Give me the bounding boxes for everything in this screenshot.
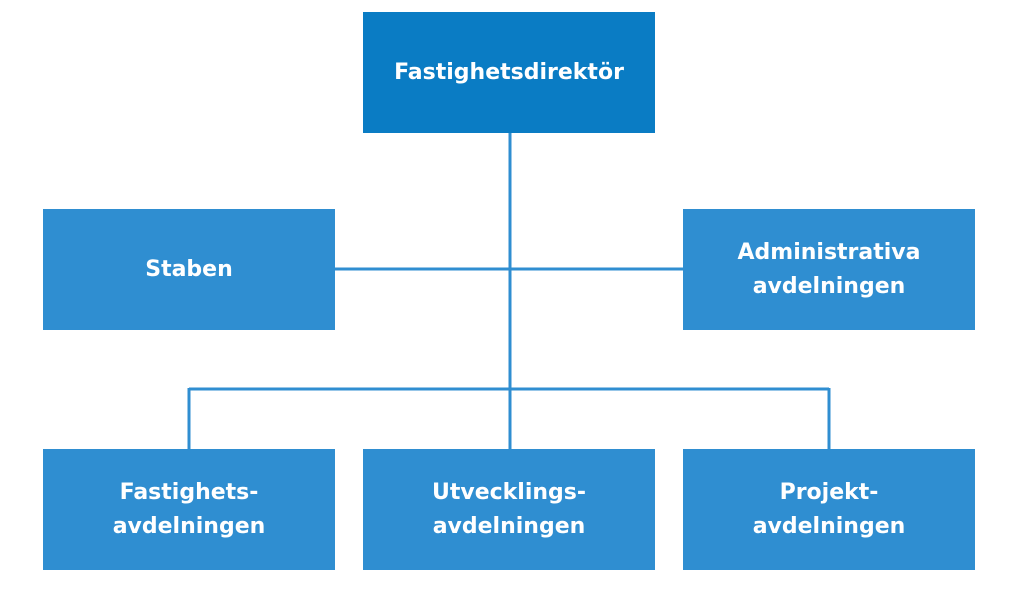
- node-label-line: avdelningen: [752, 273, 906, 299]
- node-label-line: Administrativa: [737, 239, 921, 265]
- node-fastighetsdirektor: Fastighetsdirektör: [363, 12, 655, 133]
- node-label-line: Projekt-: [779, 479, 879, 505]
- node-label-line: Utvecklings-: [431, 479, 587, 505]
- node-administrativa-avdelningen: Administrativa avdelningen: [683, 209, 975, 330]
- node-label-line: Fastighets-: [119, 479, 259, 505]
- node-label-line: avdelningen: [432, 513, 586, 539]
- node-utvecklingsavdelningen: Utvecklings- avdelningen: [363, 449, 655, 570]
- node-label-line: Fastighetsdirektör: [394, 59, 624, 85]
- node-label-line: avdelningen: [112, 513, 266, 539]
- node-label-line: Staben: [145, 256, 233, 282]
- node-label-line: avdelningen: [752, 513, 906, 539]
- node-staben: Staben: [43, 209, 335, 330]
- node-fastighetsavdelningen: Fastighets- avdelningen: [43, 449, 335, 570]
- node-projektavdelningen: Projekt- avdelningen: [683, 449, 975, 570]
